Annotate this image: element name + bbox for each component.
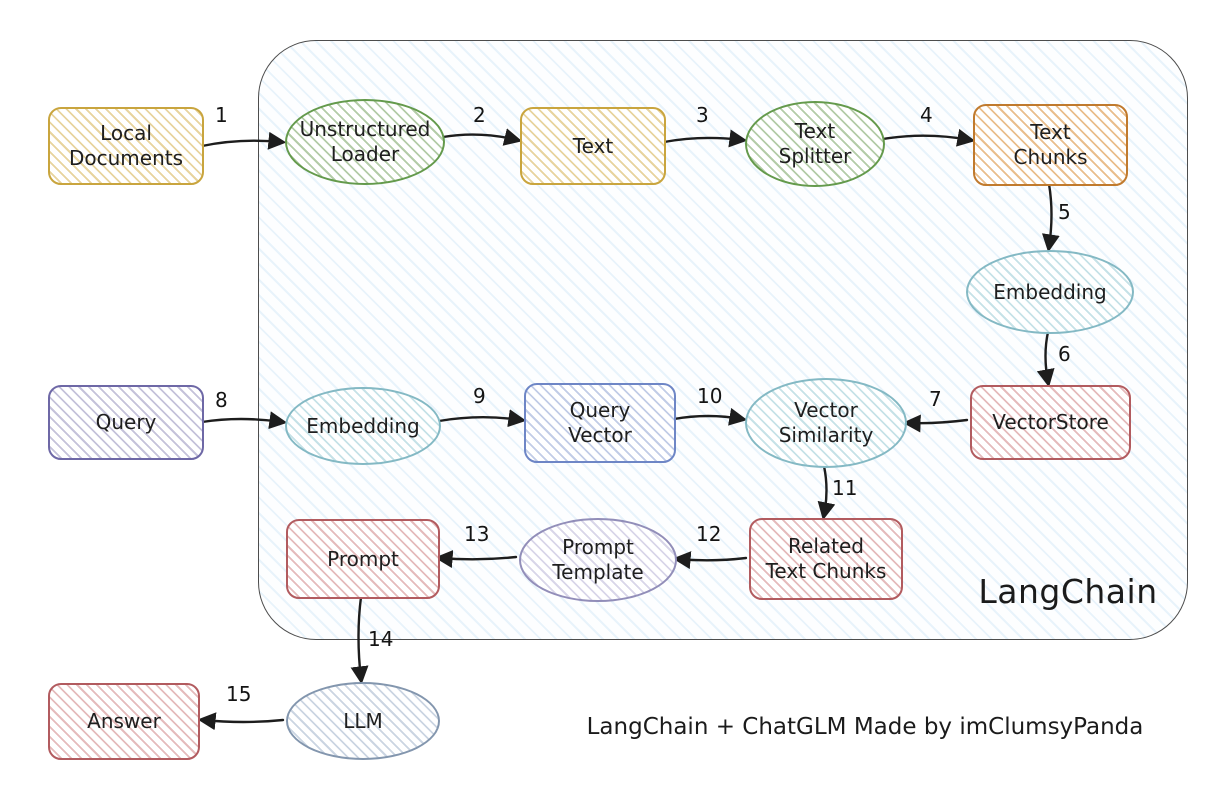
node-prompt: Prompt [286, 519, 440, 599]
node-label: Answer [87, 709, 161, 733]
arrow-15 [197, 712, 285, 731]
node-prompt-template: Prompt Template [519, 518, 677, 602]
node-label: Embedding [306, 413, 420, 438]
node-label: Text [572, 133, 614, 158]
node-label: LLM [343, 708, 383, 733]
node-query-vector: Query Vector [524, 383, 676, 463]
edge-label-5: 5 [1058, 200, 1071, 224]
edge-label-3: 3 [696, 103, 709, 127]
edge-label-6: 6 [1058, 342, 1071, 366]
edge-label-7: 7 [929, 387, 942, 411]
node-label: Text Splitter [778, 119, 852, 168]
node-label: Prompt [327, 546, 399, 571]
node-label: Query [95, 410, 157, 434]
node-text: Text [520, 107, 666, 185]
node-related-text-chunks: Related Text Chunks [749, 518, 903, 600]
node-vectorstore: VectorStore [970, 385, 1131, 460]
node-label: Related Text Chunks [765, 534, 887, 583]
edge-label-15: 15 [226, 682, 252, 706]
node-label: VectorStore [992, 410, 1109, 434]
node-text-splitter: Text Splitter [745, 101, 885, 187]
node-query: Query [48, 385, 204, 460]
node-embedding-query: Embedding [285, 387, 441, 465]
node-llm: LLM [286, 682, 440, 760]
edge-label-13: 13 [464, 522, 490, 546]
node-embedding-docs: Embedding [966, 250, 1134, 334]
edge-label-2: 2 [473, 103, 486, 127]
node-label: Prompt Template [552, 535, 644, 584]
node-label: Unstructured Loader [299, 117, 431, 166]
node-answer: Answer [48, 683, 200, 760]
node-text-chunks: Text Chunks [973, 104, 1128, 186]
node-label: Embedding [993, 279, 1107, 304]
node-label: Vector Similarity [778, 398, 874, 447]
edge-label-11: 11 [832, 476, 858, 500]
node-unstructured-loader: Unstructured Loader [285, 99, 445, 185]
edge-label-14: 14 [368, 627, 394, 651]
edge-label-1: 1 [215, 103, 228, 127]
edge-label-10: 10 [697, 384, 723, 408]
container-title: LangChain [978, 572, 1158, 611]
edge-label-4: 4 [920, 103, 933, 127]
node-label: Text Chunks [1013, 120, 1088, 169]
node-vector-similarity: Vector Similarity [745, 378, 907, 468]
node-local-documents: Local Documents [48, 107, 204, 185]
diagram-caption: LangChain + ChatGLM Made by imClumsyPand… [586, 714, 1144, 740]
edge-label-9: 9 [473, 384, 486, 408]
edge-label-8: 8 [215, 388, 228, 412]
node-label: Query Vector [568, 398, 632, 447]
edge-label-12: 12 [696, 522, 722, 546]
node-label: Local Documents [68, 121, 184, 170]
